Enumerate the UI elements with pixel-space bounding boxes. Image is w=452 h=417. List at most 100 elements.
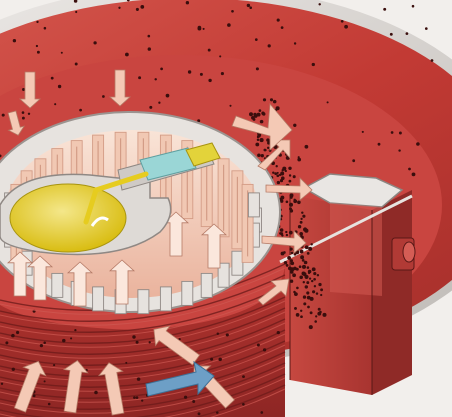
- particle: [259, 109, 262, 112]
- particle: [303, 302, 306, 305]
- particle: [287, 256, 291, 260]
- particle: [279, 232, 282, 235]
- particle: [148, 35, 151, 38]
- particle: [74, 329, 76, 331]
- particle: [300, 255, 304, 259]
- particle: [70, 337, 72, 339]
- cage-blade: [138, 290, 149, 314]
- particle: [301, 211, 303, 213]
- particle: [314, 320, 317, 323]
- particle: [299, 265, 302, 268]
- particle: [320, 288, 323, 291]
- particle: [293, 124, 296, 127]
- particle: [320, 294, 322, 296]
- particle: [280, 179, 283, 182]
- particle: [310, 311, 313, 314]
- particle: [313, 272, 316, 275]
- particle: [48, 403, 51, 406]
- particle: [264, 149, 267, 152]
- particle: [125, 53, 129, 57]
- particle: [102, 95, 105, 98]
- particle: [219, 55, 221, 57]
- particle: [302, 259, 305, 262]
- particle: [140, 5, 144, 9]
- particle: [249, 6, 252, 9]
- particle: [22, 117, 25, 120]
- particle: [257, 113, 261, 117]
- particle: [290, 261, 294, 265]
- particle: [294, 42, 296, 44]
- particle: [303, 227, 307, 231]
- particle: [307, 252, 310, 255]
- particle: [51, 77, 54, 80]
- particle: [276, 165, 278, 167]
- cage-blade: [52, 273, 63, 297]
- cage-blade: [93, 287, 104, 311]
- particle: [273, 100, 277, 104]
- particle: [305, 245, 309, 249]
- particle: [344, 25, 348, 29]
- particle: [257, 138, 260, 141]
- particle: [412, 173, 416, 177]
- particle: [93, 41, 96, 44]
- particle: [62, 339, 65, 342]
- particle: [299, 276, 303, 280]
- particle: [309, 325, 313, 329]
- particle: [285, 231, 287, 233]
- particle: [277, 19, 280, 22]
- particle: [274, 172, 277, 175]
- particle: [300, 250, 304, 254]
- particle: [260, 411, 263, 414]
- particle: [13, 39, 16, 42]
- particle: [251, 116, 255, 120]
- particle: [341, 20, 344, 23]
- particle: [149, 106, 152, 109]
- particle: [352, 159, 355, 162]
- particle: [289, 174, 291, 176]
- particle: [12, 368, 15, 371]
- particle: [390, 33, 393, 36]
- particle: [22, 88, 25, 91]
- particle: [149, 341, 151, 343]
- particle: [33, 394, 36, 397]
- particle: [210, 358, 213, 361]
- particle: [136, 8, 139, 11]
- particle: [270, 98, 273, 101]
- particle: [305, 145, 309, 149]
- particle: [253, 113, 256, 116]
- particle: [247, 4, 250, 7]
- particle: [322, 313, 326, 317]
- particle: [36, 45, 38, 47]
- particle: [54, 103, 56, 105]
- particle: [297, 201, 301, 205]
- particle: [148, 47, 151, 50]
- particle: [308, 272, 310, 274]
- particle: [11, 334, 15, 338]
- particle: [290, 280, 293, 283]
- particle: [133, 396, 136, 399]
- particle: [158, 102, 160, 104]
- particle: [16, 331, 19, 334]
- particle: [310, 297, 314, 301]
- valve-knob: [403, 242, 415, 262]
- particle: [305, 285, 308, 288]
- particle: [280, 172, 284, 176]
- particle: [378, 143, 381, 146]
- particle: [79, 109, 82, 112]
- particle: [406, 32, 409, 35]
- particle: [286, 234, 288, 236]
- particle: [263, 348, 266, 351]
- particle: [132, 335, 135, 338]
- particle: [300, 310, 302, 312]
- particle: [312, 267, 316, 271]
- particle: [297, 158, 301, 162]
- particle: [294, 307, 297, 310]
- particle: [296, 313, 300, 317]
- particle: [58, 85, 61, 88]
- particle: [260, 120, 264, 124]
- particle: [302, 272, 306, 276]
- particle: [43, 341, 46, 344]
- particle: [281, 26, 284, 29]
- particle: [203, 28, 205, 30]
- particle: [160, 68, 163, 71]
